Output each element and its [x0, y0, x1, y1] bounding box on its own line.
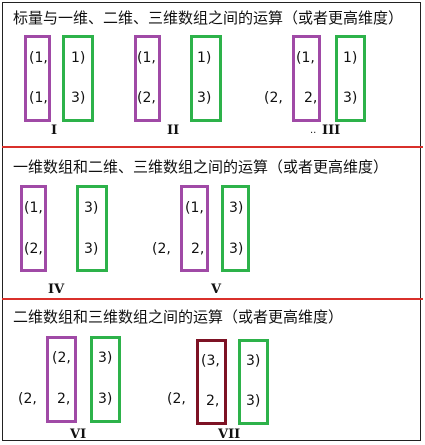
shape-a-value: (1, [137, 50, 156, 66]
shape-b-value: 1) [343, 50, 358, 66]
shape-b-value: 3) [246, 353, 261, 369]
case-label-iii: III [322, 123, 341, 138]
shape-outer-value: (2, [167, 391, 186, 407]
shape-outer-value: (2, [264, 90, 283, 106]
shape-a-value: (3, [201, 353, 220, 369]
shape-b-value: 3) [84, 200, 99, 216]
shape-a-value: (1, [24, 200, 43, 216]
shape-b-value: 3) [98, 350, 113, 366]
shape-b-value: 3) [71, 90, 86, 106]
case-label-ii: II [167, 123, 180, 138]
section3-heading: 二维数组和三维数组之间的运算（或者更高维度） [13, 308, 344, 326]
shape-a-box [20, 185, 47, 272]
shape-a-box [46, 336, 77, 423]
case-label-v: V [211, 282, 222, 297]
shape-b-value: 3) [343, 90, 358, 106]
shape-b-value: 1) [197, 50, 212, 66]
shape-a-box [134, 35, 161, 122]
shape-a-value: (2, [137, 90, 156, 106]
shape-outer-value: (2, [152, 241, 171, 257]
shape-b-value: 1) [71, 50, 86, 66]
shape-b-box [76, 185, 108, 272]
shape-a-value: 2, [191, 241, 205, 257]
shape-b-box [221, 185, 250, 272]
shape-a-box [180, 185, 209, 272]
shape-b-value: 3) [229, 200, 244, 216]
case-label-vii: VII [218, 427, 241, 442]
shape-a-box [196, 339, 227, 425]
case-label-iv: IV [48, 282, 65, 297]
tick-mark: .. [310, 125, 317, 136]
section-divider-2 [2, 298, 423, 300]
shape-b-value: 3) [84, 241, 99, 257]
shape-b-box [335, 35, 366, 122]
shape-b-value: 3) [197, 90, 212, 106]
shape-a-value: 2, [304, 90, 318, 106]
shape-b-value: 3) [229, 241, 244, 257]
shape-b-box [62, 35, 94, 122]
shape-a-value: (1, [185, 200, 204, 216]
section2-heading: 一维数组和二维、三维数组之间的运算（或者更高维度） [13, 158, 389, 176]
figure-frame [2, 2, 421, 441]
case-label-i: I [51, 123, 58, 138]
shape-b-value: 3) [246, 393, 261, 409]
shape-a-box [24, 35, 51, 122]
section-divider-1 [2, 146, 423, 148]
shape-a-value: (2, [52, 350, 71, 366]
shape-b-box [190, 35, 222, 122]
shape-b-value: 3) [98, 391, 113, 407]
shape-a-value: 2, [57, 391, 71, 407]
section1-heading: 标量与一维、二维、三维数组之间的运算（或者更高维度） [13, 9, 404, 27]
shape-a-value: (2, [24, 241, 43, 257]
case-label-vi: VI [70, 427, 87, 442]
shape-a-value: 2, [206, 393, 220, 409]
shape-a-value: (1, [296, 50, 315, 66]
shape-b-box [90, 336, 121, 423]
shape-b-box [238, 339, 269, 425]
shape-a-value: (1, [29, 90, 48, 106]
shape-outer-value: (2, [18, 391, 37, 407]
shape-a-value: (1, [29, 50, 48, 66]
shape-a-box [292, 35, 321, 122]
